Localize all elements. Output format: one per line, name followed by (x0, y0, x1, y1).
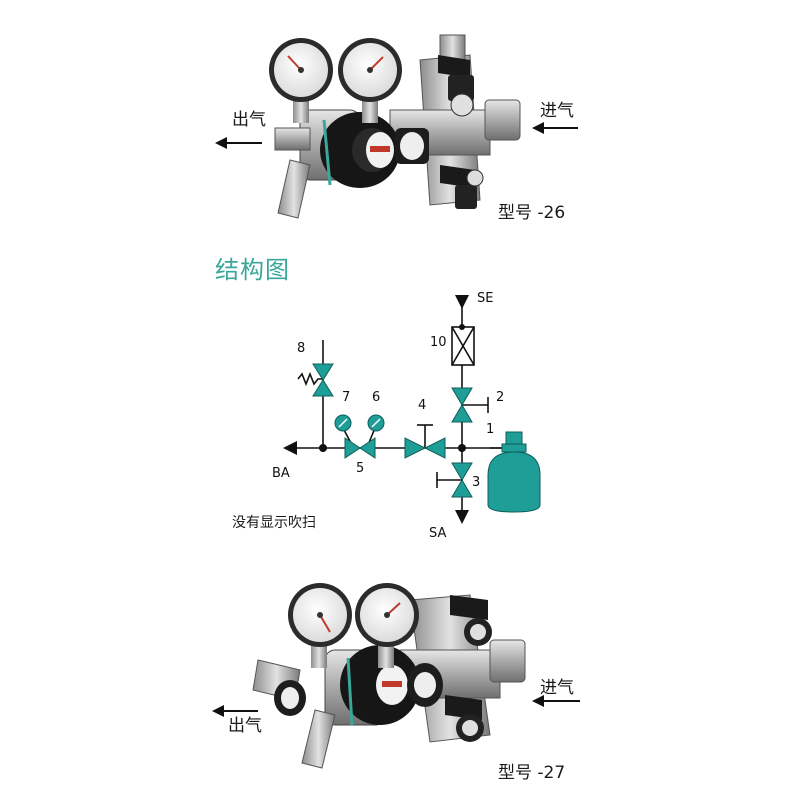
regulator-valve-5 (344, 437, 376, 459)
se-arrow (455, 295, 469, 309)
schematic-diagram: SE BA SA 1 2 3 4 5 6 7 8 10 (0, 280, 800, 550)
label-2: 2 (496, 390, 504, 405)
bottom-product-illustration (0, 570, 800, 800)
bottom-left-gauge (288, 583, 352, 668)
label-se: SE (477, 291, 493, 306)
gauge-7-needle (338, 418, 348, 428)
top-product-illustration (0, 0, 800, 230)
schematic-note: 没有显示吹扫 (232, 515, 316, 531)
valve-3 (451, 462, 473, 498)
bottom-outlet-arrow (212, 705, 258, 717)
top-inlet-label: 进气 (540, 101, 574, 121)
label-ba: BA (272, 466, 290, 481)
sa-arrow (455, 510, 469, 524)
top-inlet-arrow (532, 122, 578, 134)
top-valve-handles (438, 55, 484, 209)
label-4: 4 (418, 398, 426, 413)
schematic-svg: SE BA SA 1 2 3 4 5 6 7 8 10 (272, 291, 541, 541)
bottom-right-gauge (355, 583, 419, 668)
bottom-regulator-body (324, 645, 443, 726)
bottom-inlet-label: 进气 (540, 678, 574, 698)
top-outlet-label: 出气 (232, 110, 266, 130)
top-outlet-fittings (274, 127, 311, 219)
junction-ba (319, 444, 327, 452)
bottom-regulator-image (212, 583, 580, 769)
label-1: 1 (486, 422, 494, 437)
bottom-valve-handles (445, 595, 492, 742)
filter-10-cross-b (451, 326, 475, 366)
label-sa: SA (429, 526, 446, 541)
top-outlet-arrow (215, 137, 262, 149)
gauge-6-needle (371, 418, 381, 428)
top-regulator-body (299, 109, 429, 188)
section-title: 结构图 (215, 256, 290, 284)
junction-main (458, 444, 466, 452)
relief-spring (297, 371, 323, 387)
label-6: 6 (372, 390, 380, 405)
bottom-model-label: 型号 -27 (498, 763, 566, 783)
gas-cylinder-1 (487, 431, 541, 513)
label-3: 3 (472, 475, 480, 490)
valve-4 (404, 437, 446, 459)
bottom-outlet-label: 出气 (228, 716, 262, 736)
relief-valve-8 (312, 363, 334, 397)
label-5: 5 (356, 461, 364, 476)
ba-arrow (283, 441, 297, 455)
valve-2 (451, 387, 473, 423)
top-model-label: 型号 -26 (498, 203, 566, 223)
bottom-outlet-fittings (252, 659, 336, 769)
label-7: 7 (342, 390, 350, 405)
top-regulator-image (215, 34, 578, 219)
junction-se (459, 324, 465, 330)
label-10: 10 (430, 335, 447, 350)
bottom-inlet-arrow (532, 695, 580, 707)
top-left-gauge (269, 38, 333, 123)
label-8: 8 (297, 341, 305, 356)
top-right-gauge (338, 38, 402, 123)
